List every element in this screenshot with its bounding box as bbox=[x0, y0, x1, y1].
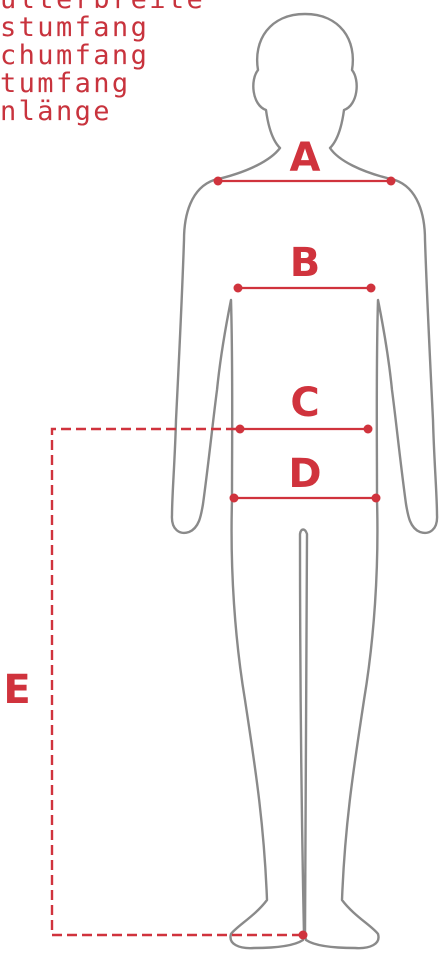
measurement-point-a-left bbox=[214, 177, 223, 186]
measurement-point-c-left bbox=[236, 425, 245, 434]
marker-a: A bbox=[290, 135, 321, 181]
measurement-point-b-right bbox=[367, 284, 376, 293]
measurement-point-e-crotch bbox=[299, 931, 308, 940]
marker-c: C bbox=[290, 380, 319, 426]
measurement-point-c-right bbox=[364, 425, 373, 434]
marker-b: B bbox=[290, 240, 321, 286]
marker-e: E bbox=[3, 667, 30, 713]
measurement-point-a-right bbox=[387, 177, 396, 186]
marker-d: D bbox=[288, 451, 321, 497]
measurement-point-d-left bbox=[230, 494, 239, 503]
measurement-point-b-left bbox=[234, 284, 243, 293]
measurement-point-d-right bbox=[372, 494, 381, 503]
